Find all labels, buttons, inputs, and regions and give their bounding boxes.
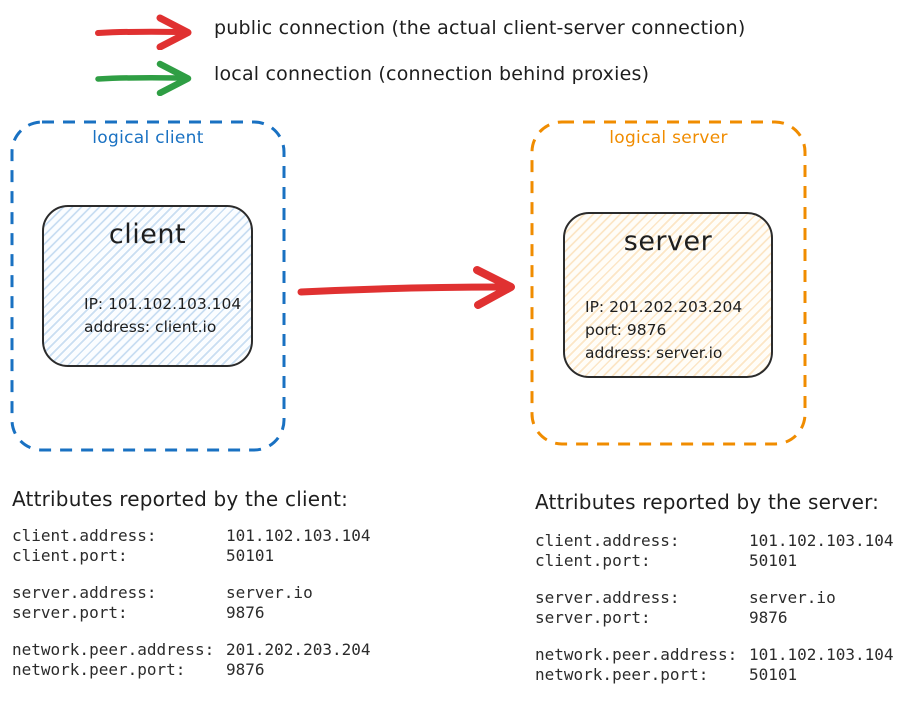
server-attr-group: server.address: server.io server.port: 9… (535, 588, 894, 627)
server-node: server IP: 201.202.203.204 port: 9876 ad… (563, 212, 773, 378)
attr-key: server.port: (535, 607, 651, 627)
attr-row: client.port: 50101 (535, 551, 894, 571)
attr-value: 101.102.103.104 (749, 531, 894, 550)
attr-key: server.address: (12, 583, 157, 602)
attr-key: server.address: (535, 588, 680, 607)
public-connection-arrow-icon (92, 12, 204, 50)
client-attr-group: network.peer.address: 201.202.203.204 ne… (12, 640, 371, 679)
attr-row: network.peer.address: 201.202.203.204 (12, 640, 371, 660)
attr-key: network.peer.address: (12, 640, 215, 659)
client-node: client IP: 101.102.103.104 address: clie… (42, 205, 253, 367)
attr-key: client.port: (535, 550, 651, 570)
client-node-title: client (108, 219, 187, 250)
local-connection-legend-label: local connection (connection behind prox… (214, 63, 650, 85)
attr-key: client.address: (535, 531, 680, 550)
server-attr-group: client.address: 101.102.103.104 client.p… (535, 531, 894, 570)
client-node-details: IP: 101.102.103.104 address: client.io (84, 293, 241, 339)
attr-key: network.peer.address: (535, 645, 738, 664)
client-address-line: address: client.io (84, 318, 217, 336)
logical-server-label: logical server (609, 128, 728, 148)
server-attributes-heading: Attributes reported by the server: (535, 490, 880, 514)
attr-row: server.address: server.io (12, 583, 371, 603)
attr-key: client.address: (12, 526, 157, 545)
attr-value: server.io (749, 588, 836, 607)
attr-row: server.address: server.io (535, 588, 894, 608)
attr-row: network.peer.port: 9876 (12, 660, 371, 680)
attr-row: client.port: 50101 (12, 546, 371, 566)
attr-row: client.address: 101.102.103.104 (535, 531, 894, 551)
server-node-details: IP: 201.202.203.204 port: 9876 address: … (585, 296, 742, 365)
public-connection-legend-label: public connection (the actual client-ser… (214, 17, 746, 39)
client-ip-line: IP: 101.102.103.104 (84, 295, 242, 313)
logical-server-dashed-border (530, 120, 807, 446)
attr-value: 50101 (749, 550, 798, 570)
attr-row: server.port: 9876 (535, 608, 894, 628)
server-attr-group: network.peer.address: 101.102.103.104 ne… (535, 645, 894, 684)
attr-value: 9876 (226, 602, 265, 622)
attr-row: network.peer.address: 101.102.103.104 (535, 645, 894, 665)
attr-value: 9876 (226, 659, 265, 679)
attr-value: 50101 (749, 664, 798, 684)
attr-value: 50101 (226, 545, 275, 565)
client-attr-group: client.address: 101.102.103.104 client.p… (12, 526, 371, 565)
server-port-line: port: 9876 (585, 321, 667, 339)
attr-key: network.peer.port: (12, 659, 186, 679)
attr-row: server.port: 9876 (12, 603, 371, 623)
logical-client-dashed-border (10, 120, 286, 452)
local-connection-arrow-icon (92, 58, 204, 96)
attr-value: 101.102.103.104 (226, 526, 371, 545)
attr-key: server.port: (12, 602, 128, 622)
logical-server-group: logical server server IP: 201.202.203.20… (530, 120, 807, 446)
server-node-title: server (623, 226, 713, 257)
attr-value: 201.202.203.204 (226, 640, 371, 659)
server-attributes-list: client.address: 101.102.103.104 client.p… (535, 531, 894, 702)
client-attr-group: server.address: server.io server.port: 9… (12, 583, 371, 622)
attr-key: network.peer.port: (535, 664, 709, 684)
logical-client-group: logical client client IP: 101.102.103.10… (10, 120, 286, 452)
attr-value: server.io (226, 583, 313, 602)
logical-client-label: logical client (92, 128, 204, 148)
attr-key: client.port: (12, 545, 128, 565)
attr-row: client.address: 101.102.103.104 (12, 526, 371, 546)
client-attributes-list: client.address: 101.102.103.104 client.p… (12, 526, 371, 697)
attr-row: network.peer.port: 50101 (535, 665, 894, 685)
attr-value: 9876 (749, 607, 788, 627)
client-attributes-heading: Attributes reported by the client: (12, 487, 349, 511)
client-to-server-arrow-icon (293, 262, 521, 314)
server-ip-line: IP: 201.202.203.204 (585, 298, 743, 316)
attr-value: 101.102.103.104 (749, 645, 894, 664)
server-address-line: address: server.io (585, 344, 723, 362)
